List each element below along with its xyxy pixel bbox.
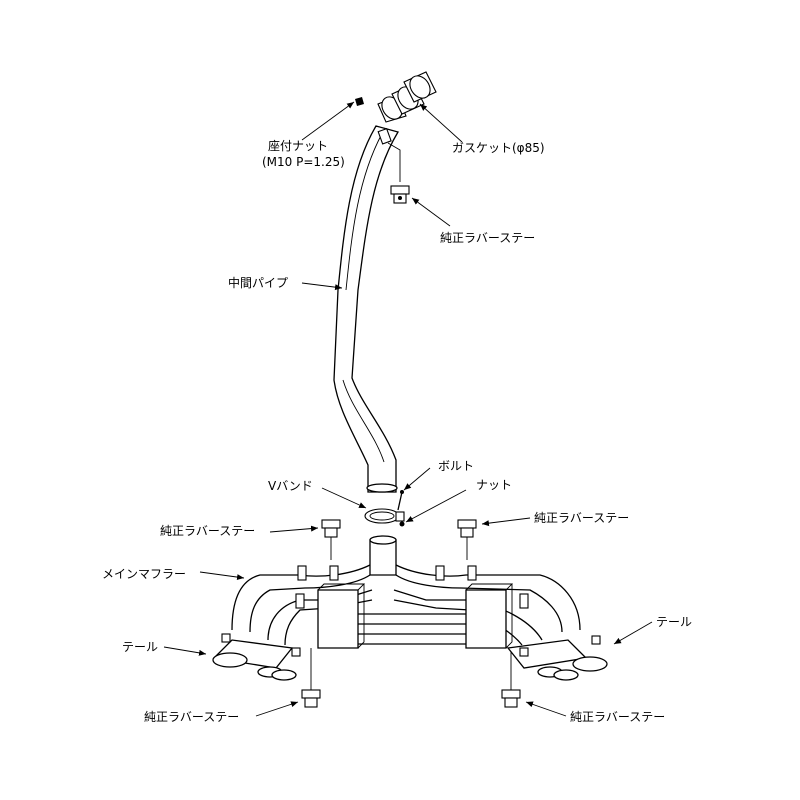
label-rubber-stay-top: 純正ラバーステー <box>440 231 535 245</box>
main-muffler <box>231 535 581 660</box>
rubber-stay-mid-right <box>457 519 477 560</box>
v-band-clamp <box>364 508 405 524</box>
label-mid-pipe: 中間パイプ <box>228 275 288 290</box>
rubber-stay-top <box>390 185 410 204</box>
tail-left <box>212 633 301 681</box>
rubber-stay-bottom-left <box>301 660 321 708</box>
nut <box>399 521 405 527</box>
gasket-flange-assembly <box>355 71 437 123</box>
label-gasket: ガスケット(φ85) <box>452 141 545 155</box>
label-rubber-stay-mid-right: 純正ラバーステー <box>534 511 629 525</box>
leader-lines <box>163 101 653 717</box>
label-seat-nut: 座付ナット <box>268 138 328 153</box>
rubber-stay-mid-left <box>321 519 341 560</box>
label-rubber-stay-bottom-right: 純正ラバーステー <box>570 710 665 724</box>
bolt <box>397 490 404 511</box>
label-rubber-stay-mid-left: 純正ラバーステー <box>160 524 255 538</box>
label-seat-nut-spec: (M10 P=1.25) <box>262 155 345 169</box>
label-main-muffler: メインマフラー <box>102 567 186 581</box>
label-rubber-stay-bottom-left: 純正ラバーステー <box>144 710 239 724</box>
label-tail-left: テール <box>122 640 158 654</box>
tail-right <box>506 635 608 681</box>
label-tail-right: テール <box>656 615 692 629</box>
rubber-stay-bottom-right <box>501 660 521 708</box>
label-v-band: Vバンド <box>268 479 313 493</box>
mid-pipe <box>333 125 401 493</box>
label-nut: ナット <box>476 478 512 492</box>
label-bolt: ボルト <box>438 459 474 473</box>
